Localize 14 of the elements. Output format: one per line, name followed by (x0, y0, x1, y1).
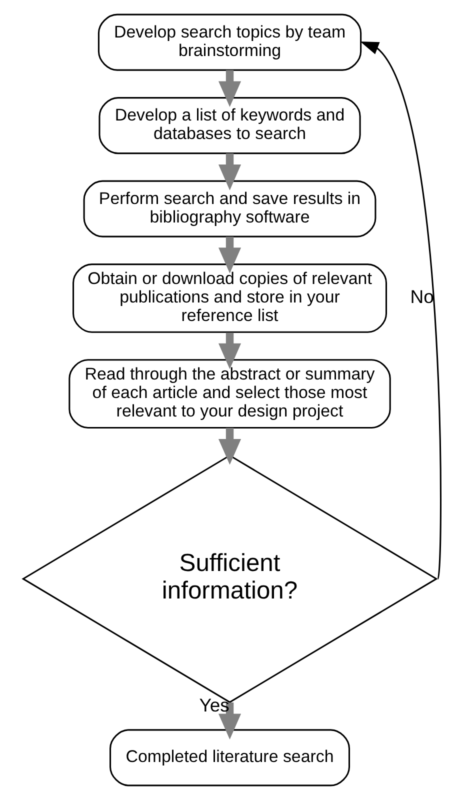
arrow (218, 702, 242, 740)
node-box: Perform search and save results in bibliography software (83, 180, 376, 238)
arrow (218, 153, 242, 190)
arrow (360, 41, 442, 579)
arrow (218, 70, 242, 108)
arrow (218, 236, 242, 274)
arrow (218, 428, 242, 465)
node-box: Obtain or download copies of relevant publications and store in your reference list (72, 264, 388, 333)
node-box: Develop search topics by team brainstorming (98, 14, 362, 71)
edge-label: No (410, 286, 434, 308)
node-box: Read through the abstract or summary of each article and select those most relevant to your design project (68, 359, 391, 429)
node-box: Develop a list of keywords and databases to search (98, 97, 361, 154)
arrow (218, 332, 242, 370)
node-box: Completed literature search (110, 729, 350, 786)
